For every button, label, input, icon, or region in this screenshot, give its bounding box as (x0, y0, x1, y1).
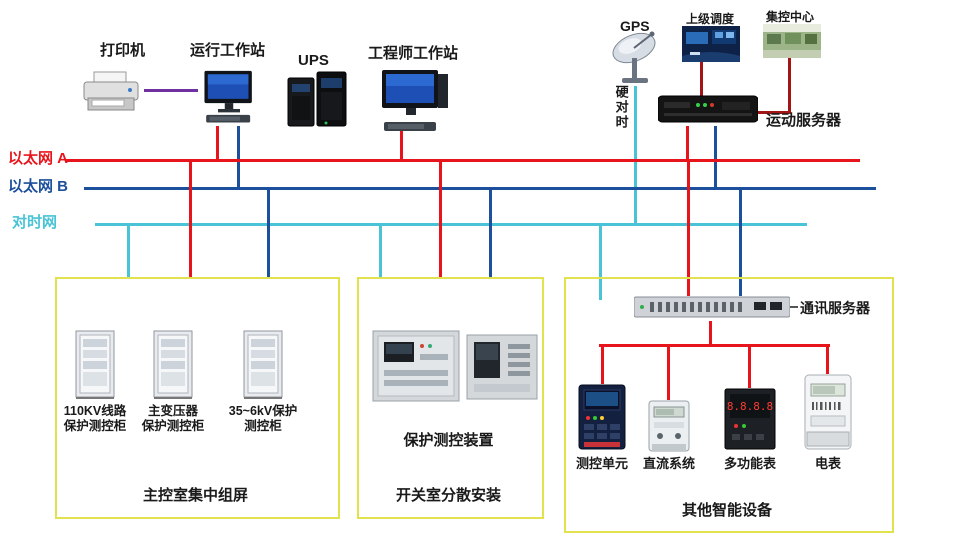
cabinet-35kv-icon (243, 330, 283, 399)
energy-meter-drop (826, 344, 829, 374)
printer-link-line (144, 89, 198, 92)
left-panel-eth-a-drop (189, 162, 192, 279)
ethernet-b-bus (84, 187, 876, 190)
right-panel-time-sync-drop (599, 226, 602, 300)
time-sync-bus (95, 223, 807, 226)
comm-server-icon (634, 296, 790, 318)
cabinet-transformer-icon (153, 330, 193, 399)
server-control-center-uplink-h (757, 111, 791, 114)
right-panel-eth-b-drop (739, 190, 742, 296)
comm-server-label-pointer (790, 306, 798, 308)
dc-system-icon (648, 400, 690, 452)
mc-unit-drop (601, 344, 604, 384)
middle-panel-eth-a-drop (439, 162, 442, 279)
left-panel-box (55, 277, 340, 519)
comm-server-feeder (709, 321, 712, 346)
engineer-ws-eth-a-drop (400, 130, 403, 162)
server-control-center-uplink-v (788, 56, 791, 114)
cabinet-35kv-label: 35~6kV保护 测控柜 (228, 404, 298, 433)
middle-panel-eth-b-drop (489, 190, 492, 279)
left-panel-caption: 主控室集中组屏 (142, 487, 248, 504)
middle-panel-box (357, 277, 544, 519)
engineer-workstation-icon (382, 70, 448, 131)
measure-control-unit-label: 测控单元 (575, 456, 628, 471)
left-panel-eth-b-drop (267, 190, 270, 279)
energy-meter-icon (804, 374, 852, 450)
central-control-label: 集控中心 (766, 10, 815, 24)
multifunction-meter-icon: 8.8.8.8 (724, 388, 776, 450)
ethernet-b-bus-label: 以太网 B (8, 178, 69, 195)
server-eth-a-drop (686, 126, 689, 162)
hard-time-sync-label: 硬对时 (612, 84, 630, 131)
middle-panel-time-sync-drop (379, 226, 382, 279)
operator-ws-eth-b-drop (237, 126, 240, 190)
cabinet-110kv-icon (75, 330, 115, 399)
operator-workstation-icon (204, 70, 252, 123)
ups-icon (287, 71, 347, 127)
printer-label: 打印机 (100, 42, 146, 59)
server-dispatch-uplink (700, 60, 703, 96)
right-panel-eth-a-drop (687, 162, 690, 296)
superior-dispatch-label: 上级调度 (686, 12, 735, 26)
server-eth-b-drop (714, 126, 717, 190)
telecontrol-server-label: 运动服务器 (766, 112, 842, 129)
protection-device-b-icon (466, 334, 538, 400)
multifunction-meter-label: 多功能表 (723, 456, 776, 471)
gps-antenna-icon (612, 31, 656, 83)
right-panel-caption: 其他智能设备 (681, 502, 772, 519)
svg-text:8.8.8.8: 8.8.8.8 (727, 400, 773, 413)
central-control-photo (763, 24, 821, 58)
cabinet-transformer-label: 主变压器 保护测控柜 (141, 404, 205, 433)
protection-device-label: 保护测控装置 (403, 432, 494, 449)
device-distribution-bus (599, 344, 830, 347)
ethernet-a-bus (66, 159, 860, 162)
superior-dispatch-photo (682, 26, 740, 62)
printer-icon (83, 71, 139, 111)
energy-meter-label: 电表 (814, 456, 841, 471)
engineer-workstation-label: 工程师工作站 (368, 45, 459, 62)
operator-ws-eth-a-drop (216, 126, 219, 162)
ups-label: UPS (298, 52, 329, 69)
cabinet-110kv-label: 110KV线路 保护测控柜 (63, 404, 127, 433)
operator-workstation-label: 运行工作站 (190, 42, 266, 59)
dc-system-drop (667, 344, 670, 400)
gps-label: GPS (620, 18, 650, 34)
measure-control-unit-icon (578, 384, 626, 450)
comm-server-label: 通讯服务器 (800, 300, 870, 316)
middle-panel-caption: 开关室分散安装 (395, 487, 501, 504)
telecontrol-server-icon (658, 95, 758, 123)
right-panel-box (564, 277, 894, 533)
time-sync-bus-label: 对时网 (12, 214, 58, 231)
ethernet-a-bus-label: 以太网 A (8, 150, 69, 167)
gps-time-sync-line (634, 86, 637, 226)
left-panel-time-sync-drop (127, 226, 130, 279)
dc-system-label: 直流系统 (642, 456, 695, 471)
protection-device-a-icon (372, 330, 460, 402)
multimeter-drop (748, 344, 751, 388)
